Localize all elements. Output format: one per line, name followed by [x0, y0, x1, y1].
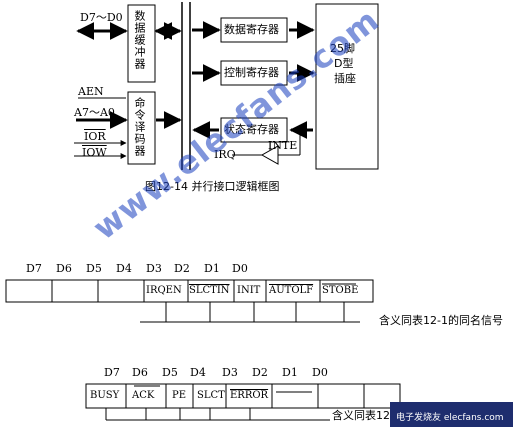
reg1-bit-d5: D5 — [86, 262, 102, 275]
reg2-field-error: ERROR — [230, 390, 269, 401]
reg1-note: 含义同表12-1的同名信号 — [379, 314, 503, 327]
reg1-field-slctin: SLCTIN — [189, 285, 230, 296]
figure-caption: 图12-14 并行接口逻辑框图 — [145, 180, 280, 193]
reg2-bit-d2: D2 — [252, 366, 268, 379]
reg2-bit-d3: D3 — [222, 366, 238, 379]
ior-label: IOR — [84, 130, 106, 143]
reg2-bit-d7: D7 — [104, 366, 120, 379]
decoder-box — [127, 91, 156, 165]
control-register-label: 控制寄存器 — [224, 66, 279, 79]
inte-label: INTE — [268, 139, 298, 152]
reg2-bit-d4: D4 — [190, 366, 206, 379]
register2-table — [85, 383, 401, 421]
connector-box — [315, 3, 379, 170]
data-bus-label: D7～D0 — [80, 11, 123, 24]
register1-table — [5, 279, 374, 323]
reg1-bit-d3: D3 — [146, 262, 162, 275]
reg1-field-autolf: AUTOLF — [269, 285, 314, 296]
status-register-box — [220, 117, 288, 143]
data-register-box — [220, 17, 288, 43]
reg1-field-irqen: IRQEN — [146, 285, 182, 296]
control-register-box — [220, 60, 288, 86]
status-register-label: 状态寄存器 — [224, 123, 279, 136]
reg2-field-slct: SLCT — [197, 390, 225, 401]
data-buffer-label: 数据缓冲器 — [133, 10, 146, 70]
reg2-bit-d1: D1 — [282, 366, 298, 379]
site-badge[interactable]: 电子发烧友 elecfans.com — [390, 402, 513, 427]
reg2-field-ack: ACK — [132, 390, 155, 401]
data-buffer-box — [127, 4, 156, 83]
reg2-bit-d6: D6 — [132, 366, 148, 379]
irq-label: IRQ — [214, 148, 236, 161]
aen-label: AEN — [78, 85, 104, 98]
reg1-bit-d6: D6 — [56, 262, 72, 275]
reg2-field-pe: PE — [172, 390, 187, 401]
data-register-label: 数据寄存器 — [224, 23, 279, 36]
reg1-field-stobe: STOBE — [322, 285, 359, 296]
reg1-bit-d0: D0 — [232, 262, 248, 275]
reg1-bit-d2: D2 — [174, 262, 190, 275]
decoder-label: 命令译码器 — [133, 97, 146, 157]
reg2-field-busy: BUSY — [90, 390, 120, 401]
address-label: A7～A0 — [74, 106, 115, 119]
site-badge-text: 电子发烧友 elecfans.com — [396, 413, 504, 423]
reg1-field-init: INIT — [237, 285, 261, 296]
reg2-bit-d0: D0 — [312, 366, 328, 379]
reg1-bit-d7: D7 — [26, 262, 42, 275]
reg2-bit-d5: D5 — [162, 366, 178, 379]
iow-label: IOW — [82, 146, 107, 159]
connector-label-line2: D型 — [334, 57, 354, 70]
connector-label-line1: 25脚 — [330, 42, 355, 55]
connector-label-line3: 插座 — [334, 72, 356, 85]
reg1-bit-d4: D4 — [116, 262, 132, 275]
reg1-bit-d1: D1 — [204, 262, 220, 275]
